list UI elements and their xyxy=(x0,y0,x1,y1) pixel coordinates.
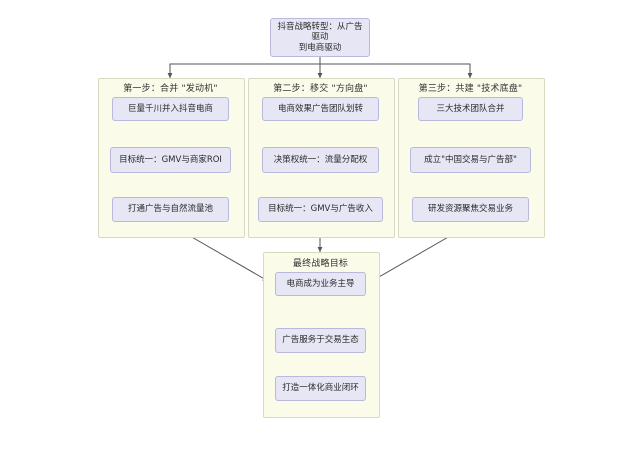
node-step-3-2[interactable]: 成立"中国交易与广告部" xyxy=(410,147,531,173)
root-node-label: 抖音战略转型：从广告驱动 到电商驱动 xyxy=(277,21,363,53)
node-step-1-1-label: 巨量千川并入抖音电商 xyxy=(127,103,213,114)
node-final-2[interactable]: 广告服务于交易生态 xyxy=(275,328,366,353)
node-step-2-2-label: 决策权统一：流量分配权 xyxy=(273,154,368,165)
node-step-3-1[interactable]: 三大技术团队合并 xyxy=(418,97,523,121)
node-step-2-2[interactable]: 决策权统一：流量分配权 xyxy=(262,147,379,173)
node-step-1-2-label: 目标统一：GMV与商家ROI xyxy=(119,154,222,165)
root-node[interactable]: 抖音战略转型：从广告驱动 到电商驱动 xyxy=(270,18,370,57)
node-step-3-3-label: 研发资源聚焦交易业务 xyxy=(427,204,513,215)
node-step-3-1-label: 三大技术团队合并 xyxy=(436,103,505,114)
node-final-3[interactable]: 打造一体化商业闭环 xyxy=(275,376,366,401)
node-step-1-3-label: 打通广告与自然流量池 xyxy=(127,204,213,215)
group-title-step-2: 第二步：移交 "方向盘" xyxy=(273,84,368,94)
node-step-1-1[interactable]: 巨量千川并入抖音电商 xyxy=(112,97,229,121)
node-final-3-label: 打造一体化商业闭环 xyxy=(282,383,359,394)
node-step-3-3[interactable]: 研发资源聚焦交易业务 xyxy=(412,197,529,222)
node-step-1-3[interactable]: 打通广告与自然流量池 xyxy=(112,197,229,222)
node-final-1[interactable]: 电商成为业务主导 xyxy=(275,272,366,296)
node-step-1-2[interactable]: 目标统一：GMV与商家ROI xyxy=(110,147,231,173)
node-step-2-3-label: 目标统一：GMV与广告收入 xyxy=(268,204,373,215)
group-title-step-3: 第三步：共建 "技术底盘" xyxy=(418,84,523,94)
node-final-1-label: 电商成为业务主导 xyxy=(286,278,355,289)
node-final-2-label: 广告服务于交易生态 xyxy=(282,335,359,346)
group-title-step-1: 第一步：合并 "发动机" xyxy=(123,84,218,94)
group-title-final: 最终战略目标 xyxy=(292,259,349,269)
node-step-2-3[interactable]: 目标统一：GMV与广告收入 xyxy=(258,197,383,222)
node-step-3-2-label: 成立"中国交易与广告部" xyxy=(424,154,517,165)
node-step-2-1[interactable]: 电商效果广告团队划转 xyxy=(262,97,379,121)
node-step-2-1-label: 电商效果广告团队划转 xyxy=(277,103,363,114)
